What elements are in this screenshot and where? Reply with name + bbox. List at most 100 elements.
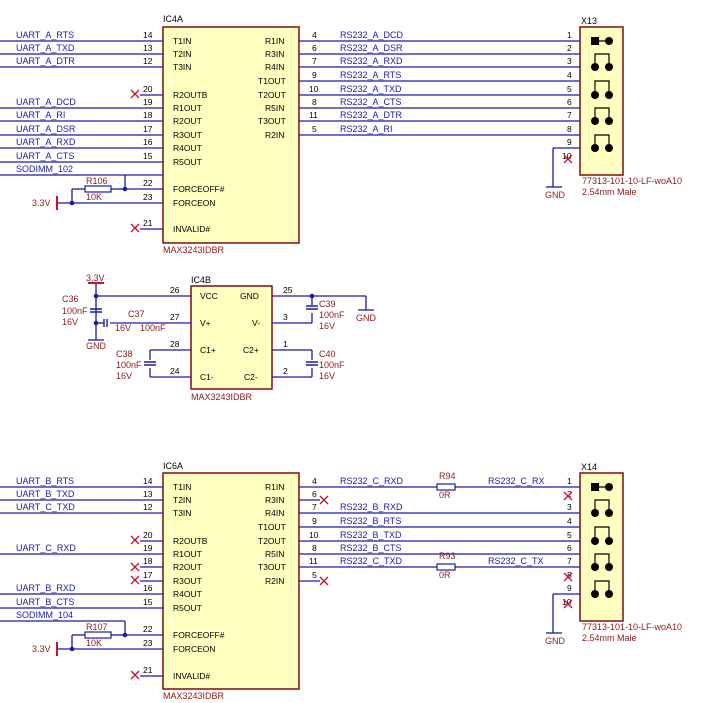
- svg-text:VCC: VCC: [200, 291, 218, 301]
- ic4a-part: MAX3243IDBR: [163, 245, 225, 255]
- svg-text:R2OUTB: R2OUTB: [173, 536, 208, 546]
- c40-volt: 16V: [319, 371, 335, 381]
- svg-text:5: 5: [567, 530, 572, 540]
- svg-text:9: 9: [567, 137, 572, 147]
- ic4a-left-nets: [0, 40, 163, 230]
- ic4b-part: MAX3243IDBR: [191, 392, 253, 402]
- svg-text:8: 8: [312, 543, 317, 553]
- net-rs232-a-ri: RS232_A_RI: [340, 124, 393, 134]
- svg-text:14: 14: [143, 476, 153, 486]
- svg-text:T1IN: T1IN: [173, 36, 191, 46]
- net-rs232-b-cts: RS232_B_CTS: [340, 543, 402, 553]
- r107-resistor: [84, 631, 112, 639]
- r94-value: 0R: [439, 490, 451, 500]
- x14-desc: 2.54mm Male: [582, 633, 637, 643]
- svg-text:4: 4: [312, 476, 317, 486]
- svg-text:18: 18: [143, 556, 153, 566]
- x13-desc: 2.54mm Male: [582, 187, 637, 197]
- net-uart-c-rxd: UART_C_RXD: [16, 543, 76, 553]
- svg-text:3: 3: [283, 312, 288, 322]
- net-uart-a-txd: UART_A_TXD: [16, 43, 75, 53]
- ic4b-body: [190, 285, 273, 390]
- net-uart-a-dcd: UART_A_DCD: [16, 97, 76, 107]
- r106-ref: R106: [86, 176, 108, 186]
- svg-text:16: 16: [143, 583, 153, 593]
- svg-text:T2OUT: T2OUT: [258, 90, 286, 100]
- ic6a-part: MAX3243IDBR: [163, 691, 225, 701]
- svg-text:26: 26: [170, 285, 180, 295]
- net-uart-a-dsr: UART_A_DSR: [16, 124, 76, 134]
- ic4a-left-pins: 14 13 12 20 19 18 17 16 15 22 23 21 T1IN…: [143, 30, 225, 234]
- x13-connector: X13 1 2 3 4 5 6 7 8 9 10 GND 77313-101: [545, 16, 682, 200]
- c36-ref: C36: [62, 294, 79, 304]
- r107-ref: R107: [86, 622, 108, 632]
- net-rs232-c-rxd: RS232_C_RXD: [340, 476, 404, 486]
- ic6a-left-pins: 14 13 12 20 19 18 17 16 15 22 23 21 T1IN…: [143, 476, 225, 681]
- ic4a-body: [162, 26, 300, 244]
- x13-pin-contacts: [591, 37, 613, 152]
- svg-text:T3OUT: T3OUT: [258, 116, 286, 126]
- ic4a-right-pins: 4 6 7 9 10 8 11 5 R1IN R3IN R4IN T1OUT T…: [258, 30, 319, 140]
- svg-text:R5OUT: R5OUT: [173, 603, 202, 613]
- svg-text:T2OUT: T2OUT: [258, 536, 286, 546]
- svg-text:15: 15: [143, 597, 153, 607]
- svg-text:22: 22: [143, 178, 153, 188]
- svg-text:16: 16: [143, 137, 153, 147]
- svg-text:R1IN: R1IN: [265, 482, 284, 492]
- c40-ref: C40: [319, 349, 336, 359]
- svg-text:R2IN: R2IN: [265, 130, 284, 140]
- svg-text:1: 1: [567, 30, 572, 40]
- x13-nc-mark: [563, 154, 573, 164]
- svg-text:T2IN: T2IN: [173, 495, 191, 505]
- svg-text:15: 15: [143, 151, 153, 161]
- svg-text:11: 11: [309, 110, 318, 120]
- x14-ref: X14: [581, 462, 597, 472]
- power-3v3-ic6a: 3.3V: [32, 644, 51, 654]
- svg-text:6: 6: [312, 43, 317, 53]
- c40-value: 100nF: [319, 360, 345, 370]
- svg-text:8: 8: [567, 124, 572, 134]
- c37-volt: 16V: [115, 323, 131, 333]
- r93-value: 0R: [439, 570, 451, 580]
- svg-text:R1OUT: R1OUT: [173, 549, 202, 559]
- net-rs232-b-rts: RS232_B_RTS: [340, 516, 401, 526]
- svg-text:T3OUT: T3OUT: [258, 562, 286, 572]
- net-rs232-a-dcd: RS232_A_DCD: [340, 30, 404, 40]
- net-rs232-a-dsr: RS232_A_DSR: [340, 43, 403, 53]
- svg-text:11: 11: [309, 556, 318, 566]
- svg-text:R2OUT: R2OUT: [173, 116, 202, 126]
- x14-body: [579, 472, 624, 622]
- svg-text:10: 10: [562, 151, 572, 161]
- r93-resistor: [436, 563, 456, 571]
- ic4b-wires: [88, 282, 374, 378]
- net-uart-a-rts: UART_A_RTS: [16, 30, 74, 40]
- net-rs232-b-rxd: RS232_B_RXD: [340, 502, 403, 512]
- svg-text:T1OUT: T1OUT: [258, 522, 286, 532]
- x14-gnd: GND: [545, 636, 566, 646]
- ic6a-ref: IC6A: [163, 461, 183, 471]
- net-uart-b-rxd: UART_B_RXD: [16, 583, 76, 593]
- net-rs232-a-cts: RS232_A_CTS: [340, 97, 402, 107]
- svg-text:3: 3: [567, 502, 572, 512]
- ic6a-right-nets: [299, 483, 580, 582]
- net-rs232-c-rx: RS232_C_RX: [488, 476, 545, 486]
- net-rs232-c-txd: RS232_C_TXD: [340, 556, 403, 566]
- r106-resistor: [84, 185, 112, 193]
- net-rs232-a-rxd: RS232_A_RXD: [340, 56, 403, 66]
- ic4b-power: 3.3V: [86, 273, 105, 283]
- svg-text:R5OUT: R5OUT: [173, 157, 202, 167]
- r93-ref: R93: [439, 551, 456, 561]
- net-uart-b-rts: UART_B_RTS: [16, 476, 74, 486]
- c37-ref: C37: [128, 309, 145, 319]
- svg-text:INVALID#: INVALID#: [173, 224, 210, 234]
- svg-text:4: 4: [567, 70, 572, 80]
- net-rs232-a-txd: RS232_A_TXD: [340, 84, 402, 94]
- r106-value: 10K: [86, 192, 102, 202]
- ic4b-ref: IC4B: [191, 275, 211, 285]
- svg-text:R1OUT: R1OUT: [173, 103, 202, 113]
- svg-text:GND: GND: [240, 291, 259, 301]
- r94-resistor: [436, 483, 456, 491]
- svg-text:5: 5: [312, 570, 317, 580]
- x13-body: [579, 26, 624, 176]
